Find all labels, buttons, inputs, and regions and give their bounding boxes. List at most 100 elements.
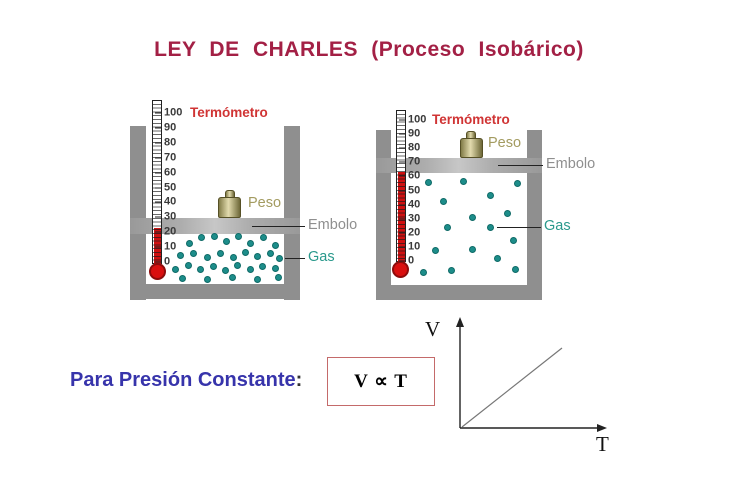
gas-particle-icon	[272, 265, 279, 272]
thermometer-scale-mark: 50	[399, 185, 420, 196]
thermometer-scale-mark: 70	[399, 155, 421, 168]
gas-particle-icon	[494, 255, 501, 262]
gas-particle-icon	[177, 252, 184, 259]
v-t-graph	[456, 317, 607, 432]
major-tick-icon	[155, 201, 162, 203]
major-tick-icon	[155, 172, 162, 174]
gas-particle-icon	[185, 262, 192, 269]
major-tick-icon	[399, 133, 406, 135]
major-tick-icon	[399, 119, 406, 121]
gas-particle-icon	[217, 250, 224, 257]
major-tick-icon	[155, 246, 162, 248]
thermometer-scale-mark: 90	[155, 122, 176, 133]
thermometer-scale-mark: 30	[399, 213, 420, 224]
thermometer-scale-mark: 20	[155, 226, 176, 238]
thermometer-scale-mark: 30	[155, 210, 177, 223]
gas-particle-icon	[230, 254, 237, 261]
thermometer-scale-mark: 50	[155, 182, 176, 193]
gas-particle-icon	[247, 240, 254, 247]
scale-number: 80	[164, 136, 177, 149]
gas-particle-icon	[444, 224, 451, 231]
y-axis-label: V	[425, 317, 441, 341]
container-floor	[376, 285, 542, 300]
gas-particle-icon	[275, 274, 282, 281]
gas-particle-icon	[210, 263, 217, 270]
gas-particle-icon	[229, 274, 236, 281]
thermometer-scale-mark: 80	[155, 137, 176, 148]
gas-particle-icon	[172, 266, 179, 273]
major-tick-icon	[399, 232, 406, 234]
gas-particle-icon	[512, 266, 519, 273]
gas-particle-icon	[420, 269, 427, 276]
scale-number: 100	[164, 106, 183, 119]
gas-particle-icon	[186, 240, 193, 247]
scale-number: 60	[408, 169, 421, 182]
scale-number: 90	[164, 121, 177, 134]
weight-label: Peso	[248, 195, 282, 211]
major-tick-icon	[399, 260, 406, 262]
piston-label: Embolo	[546, 156, 596, 172]
gas-particle-icon	[267, 250, 274, 257]
major-tick-icon	[155, 127, 162, 129]
gas-particle-icon	[179, 275, 186, 282]
thermometer-scale-mark: 0	[155, 256, 170, 268]
gas-particle-icon	[460, 178, 467, 185]
gas-particle-icon	[440, 198, 447, 205]
major-tick-icon	[155, 187, 162, 188]
gas-particle-icon	[222, 267, 229, 274]
gas-particle-icon	[211, 233, 218, 240]
gas-particle-icon	[259, 263, 266, 270]
major-tick-icon	[155, 231, 162, 233]
scale-number: 10	[164, 240, 177, 253]
gas-particle-icon	[260, 234, 267, 241]
gas-leader-line	[285, 258, 305, 259]
thermometer-scale-mark: 90	[399, 128, 420, 140]
scale-number: 70	[164, 151, 177, 164]
scale-number: 40	[408, 198, 421, 211]
major-tick-icon	[399, 218, 406, 220]
major-tick-icon	[399, 246, 406, 248]
scale-number: 50	[164, 181, 177, 193]
scale-number: 30	[164, 210, 177, 223]
thermometer-ticks-icon	[396, 110, 406, 262]
thermometer-scale-mark: 70	[155, 152, 176, 163]
thermometer-scale-mark: 10	[155, 240, 177, 253]
statement-colon: :	[295, 369, 303, 391]
thermometer-scale-mark: 40	[155, 195, 177, 208]
thermometer-scale-mark: 0	[399, 254, 415, 267]
thermometer-bulb	[392, 261, 409, 278]
gas-particle-icon	[234, 262, 241, 269]
gas-particle-icon	[487, 224, 494, 231]
gas-particle-icon	[254, 276, 261, 283]
major-tick-icon	[399, 147, 406, 149]
gas-particle-icon	[510, 237, 517, 244]
major-tick-icon	[399, 161, 406, 163]
thermometer-bulb	[149, 263, 166, 280]
gas-particle-icon	[204, 276, 211, 283]
scale-number: 60	[164, 166, 177, 179]
thermometer-scale-mark: 20	[399, 227, 420, 238]
scale-number: 10	[408, 240, 421, 253]
thermometer-scale-mark: 10	[399, 241, 420, 252]
thermometer-ticks-icon	[152, 100, 162, 264]
gas-particle-icon	[487, 192, 494, 199]
scale-number: 0	[408, 254, 415, 267]
scale-number: 70	[408, 155, 421, 168]
gas-particle-icon	[204, 254, 211, 261]
gas-particle-icon	[235, 233, 242, 240]
formula-box: V ∝ T	[327, 357, 435, 406]
gas-particle-icon	[272, 242, 279, 249]
weight	[218, 197, 241, 218]
scale-number: 20	[408, 226, 421, 239]
gas-particle-icon	[198, 234, 205, 241]
scale-number: 40	[164, 195, 177, 208]
gas-particle-icon	[469, 246, 476, 253]
gas-particle-icon	[242, 249, 249, 256]
major-tick-icon	[399, 175, 406, 177]
scale-number: 30	[408, 212, 421, 225]
